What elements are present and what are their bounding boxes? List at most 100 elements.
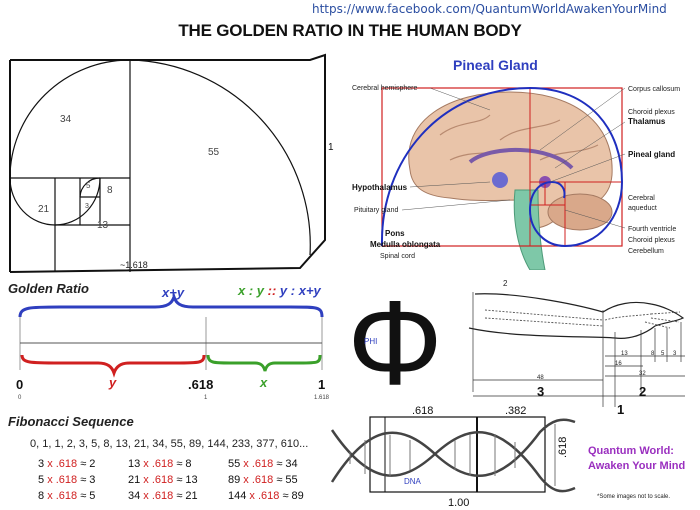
arm-outline	[468, 293, 685, 339]
fib-result: ≈ 3	[77, 474, 95, 486]
value-618-sub: 1	[204, 395, 208, 401]
dna-strand-1	[330, 418, 576, 483]
square-13-label: 13	[97, 220, 109, 231]
spiral-arc-21	[9, 177, 56, 226]
phi-label: PHI	[364, 337, 377, 346]
square-8-label: 8	[107, 185, 113, 196]
fibonacci-equation: 5 x .618 ≈ 3	[38, 474, 95, 486]
square-55-label: 55	[208, 147, 220, 158]
brain-title: Pineal Gland	[453, 57, 538, 73]
formula-x-plus-y: x+y	[298, 283, 322, 298]
fib-term: 34	[128, 490, 143, 502]
dna-diagram: .618 .382 .618 DNA 1.00	[330, 405, 576, 509]
fib-multiplier: x .618	[143, 490, 173, 502]
fib-term: 3	[38, 458, 47, 470]
spiral-outer-frame	[9, 53, 326, 273]
brace-x	[206, 354, 322, 372]
brand-block: Quantum World: Awaken Your Mind	[588, 444, 700, 474]
fib-result: ≈ 55	[273, 474, 297, 486]
label-x-plus-y: x+y	[161, 285, 185, 300]
brace-x-plus-y	[18, 292, 324, 318]
ratio-formula: x : y :: y : x+y	[237, 283, 322, 298]
label-cerebral: Cerebral	[628, 195, 655, 202]
arm-measure-16: 16	[615, 361, 622, 367]
dna-label: DNA	[404, 477, 422, 486]
footnote: *Some images not to scale.	[597, 494, 671, 500]
source-url[interactable]: https://www.facebook.com/QuantumWorldAwa…	[312, 2, 667, 16]
label-spinal-cord: Spinal cord	[380, 253, 415, 260]
brace-y	[20, 354, 206, 378]
formula-sep: ::	[264, 283, 280, 298]
label-medulla: Medulla oblongata	[370, 240, 441, 249]
label-y: y	[108, 375, 117, 390]
dna-golden-rect	[369, 416, 546, 493]
dna-top-right-label: .382	[505, 405, 526, 417]
fib-multiplier: x .618	[47, 458, 77, 470]
fib-multiplier: x .618	[143, 458, 173, 470]
spiral-bottom-label: ~1.618	[120, 260, 148, 270]
fibonacci-equation: 3 x .618 ≈ 2	[38, 458, 95, 470]
value-zero: 0	[16, 377, 23, 392]
fib-result: ≈ 21	[173, 490, 197, 502]
fib-result: ≈ 8	[173, 458, 191, 470]
label-thalamus: Thalamus	[628, 117, 666, 126]
corpus-callosum	[468, 147, 574, 170]
fib-multiplier: x .618	[243, 458, 273, 470]
fibonacci-equation: 8 x .618 ≈ 5	[38, 490, 95, 502]
formula-y2: y	[279, 283, 288, 298]
label-hypothalamus: Hypothalamus	[352, 183, 408, 192]
label-corpus-callosum: Corpus callosum	[628, 86, 680, 93]
arm-big-2: 2	[639, 384, 646, 399]
dna-side-label: .618	[557, 437, 569, 458]
value-618: .618	[188, 377, 213, 392]
fibonacci-equation: 34 x .618 ≈ 21	[128, 490, 198, 502]
fibonacci-equation: 89 x .618 ≈ 55	[228, 474, 298, 486]
pineal-brain-diagram: Pineal Gland Cerebral hemisphere Hypotha…	[352, 57, 680, 270]
cerebellum-shape	[547, 193, 613, 231]
label-choroid-plexus-1: Choroid plexus	[628, 109, 675, 116]
fibonacci-equation: 21 x .618 ≈ 13	[128, 474, 198, 486]
brand-line-2: Awaken Your Mind	[588, 460, 686, 472]
golden-ratio-line-diagram: Golden Ratio x+y x : y :: y : x+y y x 0 …	[8, 281, 330, 401]
fib-term: 5	[38, 474, 47, 486]
label-pineal-gland: Pineal gland	[628, 150, 675, 159]
spiral-arc-55	[129, 59, 311, 256]
fib-result: ≈ 34	[273, 458, 297, 470]
brain-golden-spiral	[380, 86, 624, 248]
fib-term: 13	[128, 458, 143, 470]
dna-strand-2	[330, 429, 576, 493]
page-title: THE GOLDEN RATIO IN THE HUMAN BODY	[178, 21, 522, 40]
phi-panel: Φ PHI	[347, 276, 443, 402]
label-fourth-ventricle: Fourth ventricle	[628, 226, 676, 233]
value-zero-sub: 0	[18, 395, 22, 401]
spiral-arc-8	[79, 177, 101, 198]
label-aqueduct: aqueduct	[628, 205, 657, 212]
hypothalamus-shape	[492, 172, 508, 188]
square-5-label: 5	[86, 181, 91, 190]
label-cerebral-hemisphere: Cerebral hemisphere	[352, 85, 417, 92]
square-3-label: 3	[85, 203, 89, 210]
arm-measure-8: 8	[651, 351, 655, 357]
square-34-label: 34	[60, 114, 72, 125]
golden-ratio-heading: Golden Ratio	[8, 281, 89, 296]
dna-bottom-label: 1.00	[448, 497, 469, 509]
fib-multiplier: x .618	[143, 474, 173, 486]
formula-colon-2: :	[287, 283, 299, 298]
fibonacci-panel: Fibonacci Sequence 0, 1, 1, 2, 3, 5, 8, …	[8, 414, 308, 502]
fib-multiplier: x .618	[249, 490, 279, 502]
fib-multiplier: x .618	[47, 474, 77, 486]
fibonacci-heading: Fibonacci Sequence	[8, 414, 134, 429]
arm-measure-3: 3	[673, 351, 677, 357]
brand-line-1: Quantum World:	[588, 445, 674, 457]
fib-term: 21	[128, 474, 143, 486]
fibonacci-equations: 3 x .618 ≈ 2 13 x .618 ≈ 8 55 x .618 ≈ 34 5…	[38, 458, 304, 502]
arm-measure-13: 13	[621, 351, 628, 357]
arm-big-3: 3	[537, 384, 544, 399]
arm-big-1: 1	[617, 402, 624, 417]
fib-term: 8	[38, 490, 47, 502]
golden-spiral-diagram: 34 55 21 13 8 5 3 1 ~1.618	[9, 53, 334, 273]
fib-term: 55	[228, 458, 243, 470]
fibonacci-equation: 13 x .618 ≈ 8	[128, 458, 192, 470]
label-cerebellum: Cerebellum	[628, 248, 664, 255]
fib-multiplier: x .618	[47, 490, 77, 502]
